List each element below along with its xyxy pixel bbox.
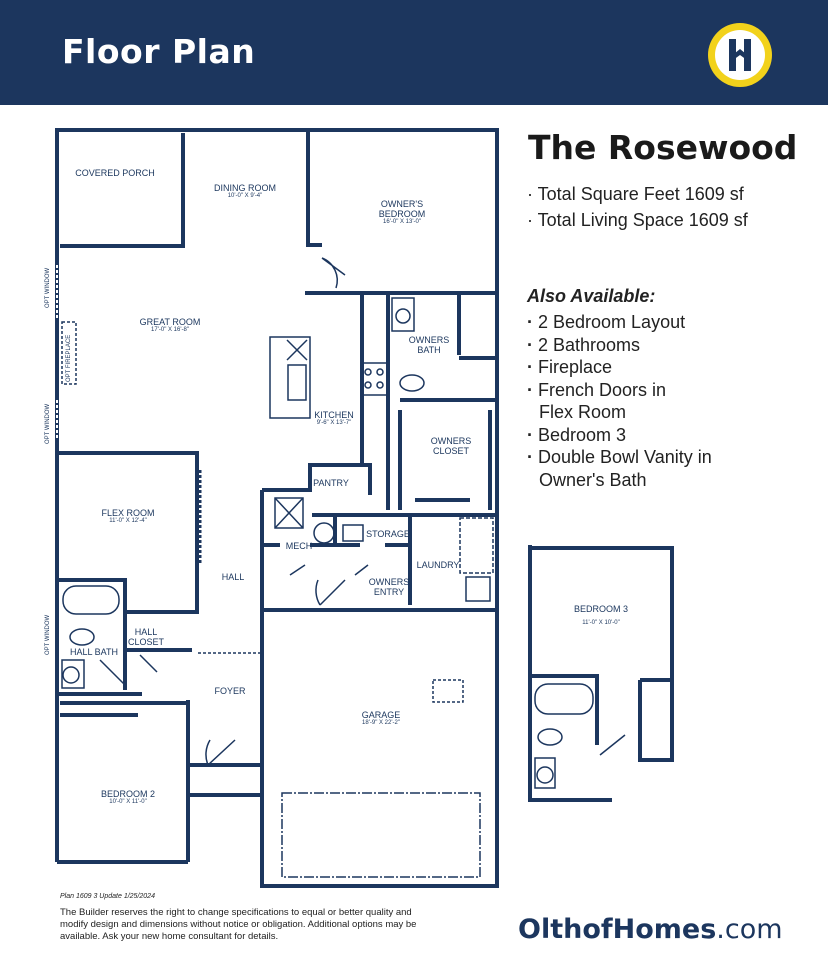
spec-total-living-space: · Total Living Space 1609 sf [527, 210, 748, 230]
option-item: 2 Bathrooms [527, 334, 759, 357]
also-available-heading: Also Available: [527, 286, 656, 306]
room-owners-entry: OWNERS ENTRY [368, 577, 410, 597]
spec-text: Total Square Feet 1609 sf [537, 184, 744, 204]
option-item: Fireplace [527, 356, 759, 379]
room-flex: FLEX ROOM [101, 508, 155, 518]
spec-text: Total Living Space 1609 sf [537, 210, 748, 230]
room-dining-dim: 10'-0" X 9'-4" [227, 193, 263, 199]
page-header: Floor Plan [0, 0, 828, 105]
disclaimer: The Builder reserves the right to change… [60, 907, 417, 942]
room-bedroom3: BEDROOM 3 [573, 604, 629, 614]
room-hall-bath: HALL BATH [69, 647, 119, 657]
room-bedroom3-dim: 11'-0" X 10'-0" [582, 620, 620, 626]
room-kitchen-dim: 9'-6" X 13'-7" [316, 420, 352, 426]
room-bedroom2-dim: 10'-0" X 11'-0" [109, 799, 147, 805]
plan-update-date: Plan 1609 3 Update 1/25/2024 [60, 893, 155, 900]
option-item: French Doors in Flex Room [527, 379, 689, 424]
room-covered-porch: COVERED PORCH [75, 168, 155, 178]
room-great-room: GREAT ROOM [139, 317, 201, 327]
room-owners-bedroom: OWNER'S BEDROOM [378, 199, 426, 219]
page-title: Floor Plan [62, 32, 256, 71]
room-flex-dim: 11'-0" X 12'-4" [109, 518, 147, 524]
room-great-room-dim: 17'-0" X 16'-8" [151, 327, 189, 333]
plan-name: The Rosewood [528, 128, 798, 167]
options-list: 2 Bedroom Layout 2 Bathrooms Fireplace F… [527, 311, 759, 491]
room-pantry: PANTRY [313, 478, 349, 488]
room-foyer: FOYER [214, 686, 246, 696]
room-dining: DINING ROOM [214, 183, 276, 193]
room-laundry: LAUNDRY [416, 560, 460, 570]
website-tld: .com [716, 914, 783, 945]
opt-window-label: OPT WINDOW [45, 614, 51, 655]
room-garage-dim: 18'-9" X 22'-2" [362, 720, 400, 726]
option-item: Double Bowl Vanity in Owner's Bath [527, 446, 739, 491]
room-mech: MECH [285, 541, 313, 551]
room-kitchen: KITCHEN [314, 410, 354, 420]
website-name: OlthofHomes [518, 914, 717, 945]
website-link[interactable]: OlthofHomes.com [518, 914, 783, 945]
room-hall: HALL [221, 572, 245, 582]
room-owners-bedroom-dim: 16'-0" X 13'-0" [383, 219, 421, 225]
room-hall-closet: HALL CLOSET [127, 627, 164, 647]
option-item: 2 Bedroom Layout [527, 311, 759, 334]
option-item: Bedroom 3 [527, 424, 759, 447]
opt-window-label: OPT WINDOW [45, 267, 51, 308]
room-garage: GARAGE [361, 710, 401, 720]
room-owners-bath: OWNERS BATH [408, 335, 450, 355]
room-storage: STORAGE [366, 529, 410, 539]
opt-fireplace-label: OPT FIREPLACE [66, 334, 72, 382]
room-bedroom2: BEDROOM 2 [100, 789, 156, 799]
spec-total-square-feet: · Total Square Feet 1609 sf [527, 184, 744, 204]
room-owners-closet: OWNERS CLOSET [430, 436, 472, 456]
olthof-logo-icon [708, 23, 772, 87]
opt-window-label: OPT WINDOW [45, 403, 51, 444]
